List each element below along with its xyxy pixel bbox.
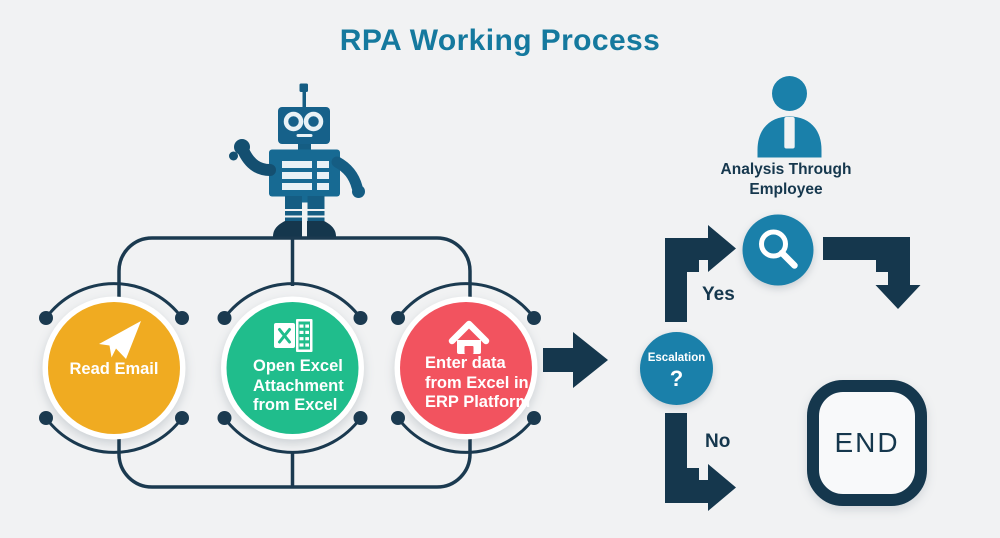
paper-plane-icon — [99, 321, 141, 359]
connector-dot — [175, 411, 189, 425]
step-circle-open-excel — [217, 282, 368, 454]
end-label: END — [834, 427, 900, 458]
robot-eye-right — [303, 111, 324, 132]
yes-branch-label: Yes — [702, 284, 735, 305]
connector-arc — [44, 282, 184, 319]
connector-arc — [223, 417, 362, 454]
step-circle-read-email — [39, 282, 189, 454]
step-label-line: from Excel — [253, 396, 338, 414]
step-label-enter-data: Enter data from Excel in ERP Platform — [425, 354, 530, 413]
decision-circle — [640, 332, 713, 405]
step-label-line: Open Excel — [253, 357, 343, 375]
decision-question-mark: ? — [669, 366, 684, 391]
connector-dot — [217, 411, 232, 425]
arrow-no-branch — [665, 413, 736, 511]
connector-dot — [527, 311, 541, 325]
step-label-line: ERP Platform — [425, 393, 531, 411]
connector-dot — [353, 311, 368, 325]
connector-arc — [44, 417, 184, 454]
step-label-line: Enter data — [425, 354, 506, 372]
robot-icon — [229, 83, 365, 237]
arrow-after-review — [823, 237, 921, 309]
robot-foot-right — [307, 221, 336, 237]
step-label-line: Read Email — [69, 360, 159, 378]
connector-dot — [527, 411, 541, 425]
robot-mouth — [296, 134, 313, 137]
no-branch-label: No — [705, 431, 731, 452]
employee-caption: Analysis Through Employee — [690, 160, 882, 200]
connector-dot — [391, 311, 405, 325]
employee-caption-line: Employee — [749, 181, 823, 198]
connector-dot — [39, 411, 53, 425]
decision-label: Escalation — [647, 352, 706, 364]
step-label-read-email: Read Email — [44, 360, 184, 380]
robot-foot-left — [273, 221, 302, 237]
robot-arm-right — [331, 156, 363, 193]
magnifier-icon — [759, 229, 798, 269]
connector-dot — [391, 411, 405, 425]
connector-arc — [396, 282, 536, 319]
robot-arm-left — [238, 146, 276, 176]
employee-caption-line: Analysis Through — [720, 161, 852, 178]
excel-icon — [274, 319, 313, 352]
page-title: RPA Working Process — [339, 24, 661, 57]
step-label-open-excel: Open Excel Attachment from Excel — [253, 357, 344, 416]
robot-eye-left — [283, 111, 304, 132]
connector-dot — [353, 411, 368, 425]
home-icon — [448, 320, 490, 354]
connector-dot — [217, 311, 232, 325]
connector-arc — [396, 417, 536, 454]
connector-dot — [39, 311, 53, 325]
connector-arc — [223, 282, 362, 319]
end-box — [807, 380, 927, 506]
step-label-line: from Excel in — [425, 373, 529, 392]
arrow-yes-branch — [665, 225, 736, 322]
step-label-line: Attachment — [253, 376, 344, 395]
step-circle-enter-data — [391, 282, 541, 454]
employee-icon — [757, 76, 822, 158]
arrow-to-decision — [543, 332, 608, 388]
connector-dot — [175, 311, 189, 325]
review-circle — [742, 214, 814, 286]
